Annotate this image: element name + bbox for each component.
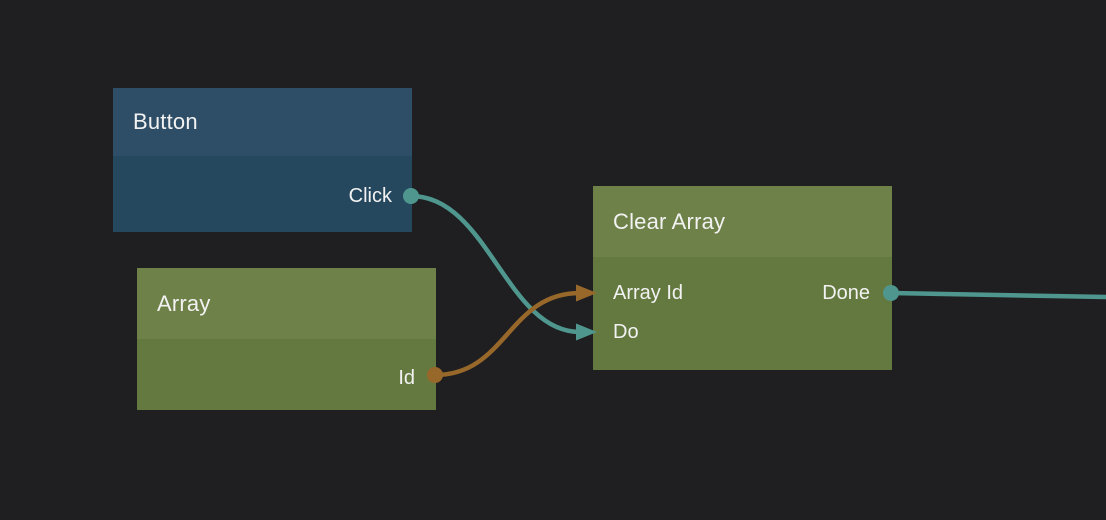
output-label-id: Id [398,367,415,389]
output-port-id-icon[interactable] [427,367,443,383]
node-title: Array [157,290,211,316]
node-clear-array[interactable]: Clear Array Array Id Do Done [593,186,892,370]
input-port-do-arrow-icon[interactable] [576,323,597,341]
node-title: Button [133,109,198,134]
wire-click-to-do[interactable] [408,193,583,335]
node-array-header[interactable]: Array [137,268,436,339]
node-array[interactable]: Array Id [137,268,436,410]
node-clear-array-body: Array Id Do Done [593,257,892,370]
output-label-done: Done [822,282,870,304]
node-button-body: Click [113,156,412,232]
wire-id-to-array-id[interactable] [432,290,583,378]
node-button[interactable]: Button Click [113,88,412,232]
wire-done-offscreen[interactable] [888,290,1106,300]
input-label-array-id: Array Id [613,282,684,304]
input-label-do: Do [613,321,639,343]
input-port-array-id-arrow-icon[interactable] [576,284,597,302]
output-port-done-icon[interactable] [883,285,899,301]
node-clear-array-header[interactable]: Clear Array [593,186,892,257]
node-title: Clear Array [613,208,726,234]
node-array-body: Id [137,339,436,410]
output-label-click: Click [348,185,392,207]
node-button-header[interactable]: Button [113,88,412,156]
output-port-click-icon[interactable] [403,188,419,204]
